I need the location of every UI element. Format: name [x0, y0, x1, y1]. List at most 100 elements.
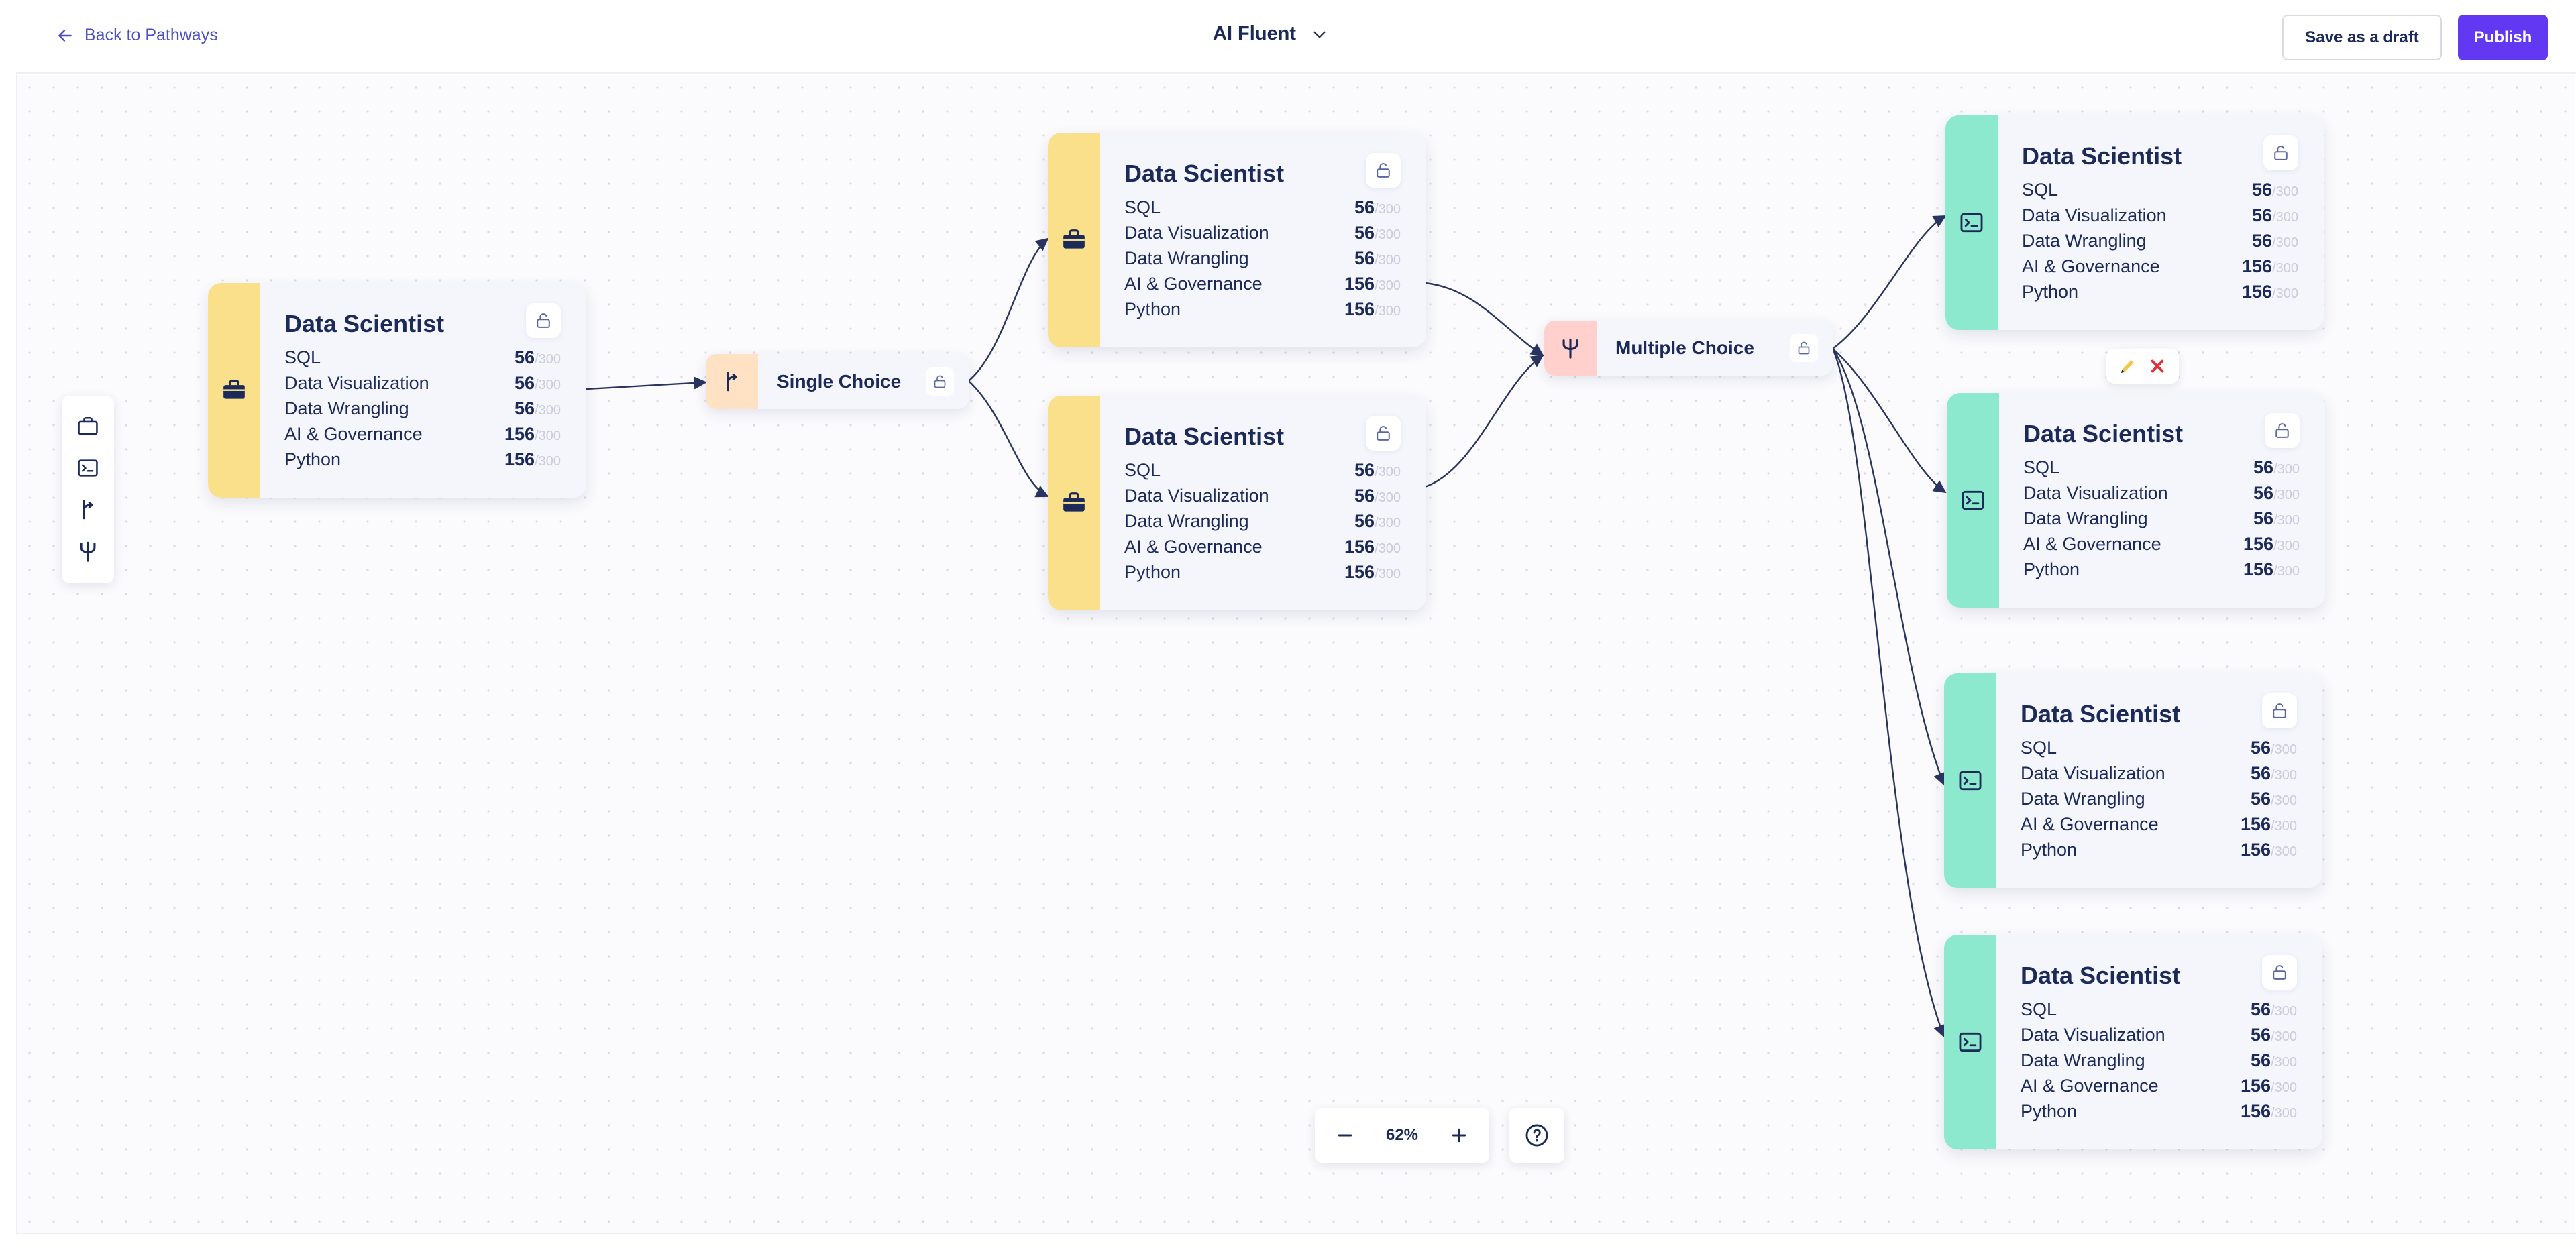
terminal-icon	[1945, 115, 1998, 330]
lock-toggle[interactable]	[2262, 693, 2297, 728]
skill-score: 56	[1354, 510, 1375, 531]
skill-name: Python	[1124, 298, 1181, 319]
back-to-pathways-link[interactable]: Back to Pathways	[56, 25, 218, 45]
zoom-in-button[interactable]	[1449, 1125, 1469, 1145]
multiple-choice-label: Multiple Choice	[1615, 337, 1754, 358]
skill-name: Data Wrangling	[2021, 788, 2145, 809]
skill-score: 156	[2241, 813, 2271, 834]
skill-name: Data Visualization	[2022, 205, 2167, 225]
skill-name: Data Wrangling	[2021, 1049, 2145, 1070]
skill-name: Data Wrangling	[2023, 508, 2148, 528]
unlock-icon	[2271, 144, 2290, 162]
help-button[interactable]	[1509, 1108, 1564, 1163]
skill-max: /300	[2272, 209, 2298, 225]
skill-max: /300	[2272, 260, 2298, 276]
lock-toggle[interactable]	[2262, 955, 2297, 990]
skill-name: Data Visualization	[2021, 1024, 2165, 1045]
unlock-icon	[2270, 963, 2289, 982]
add-task-tool[interactable]	[74, 455, 101, 481]
arrow-left-icon	[58, 29, 72, 42]
skill-score: 56	[2253, 508, 2274, 528]
skill-score: 156	[2242, 281, 2273, 302]
skill-score: 56	[2252, 230, 2273, 251]
skill-max: /300	[1375, 278, 1401, 293]
skill-score: 56	[2252, 179, 2273, 200]
skill-max: /300	[1375, 227, 1401, 242]
skill-max: /300	[2272, 184, 2298, 199]
skill-name: Data Wrangling	[2022, 230, 2147, 251]
skill-score: 156	[2242, 255, 2273, 276]
unlock-icon	[932, 374, 948, 390]
skill-max: /300	[535, 428, 561, 443]
skill-max: /300	[535, 377, 561, 392]
lock-toggle[interactable]	[1366, 416, 1401, 451]
skill-max: /300	[2273, 487, 2300, 502]
top-bar: Back to Pathways AI Fluent Save as a dra…	[16, 0, 2576, 74]
card-title: Data Scientist	[1124, 160, 1285, 187]
skill-name: Data Visualization	[2021, 762, 2165, 783]
lock-toggle[interactable]	[526, 303, 561, 338]
help-icon	[1525, 1124, 1548, 1147]
add-single-choice-tool[interactable]	[74, 496, 101, 523]
terminal-icon	[1944, 673, 1996, 888]
zoom-level: 62%	[1385, 1126, 1419, 1144]
skill-name: SQL	[2023, 457, 2060, 477]
skill-score: 156	[504, 423, 535, 444]
single-choice-node[interactable]: Single Choice	[706, 354, 969, 409]
lock-toggle[interactable]	[2263, 135, 2298, 170]
add-role-tool[interactable]	[74, 413, 101, 440]
skill-max: /300	[2273, 563, 2300, 579]
skill-max: /300	[535, 453, 561, 469]
branch-icon	[706, 354, 758, 409]
skill-max: /300	[2271, 1029, 2297, 1044]
save-draft-button[interactable]: Save as a draft	[2282, 15, 2442, 60]
unlock-icon	[1796, 340, 1812, 356]
card-title: Data Scientist	[2021, 962, 2181, 989]
skill-score: 156	[1344, 561, 1375, 582]
zoom-out-button[interactable]	[1335, 1125, 1355, 1145]
lock-toggle[interactable]	[2265, 413, 2300, 448]
card-title: Data Scientist	[2023, 420, 2184, 447]
skill-max: /300	[1375, 515, 1401, 530]
skill-score: 56	[2251, 1049, 2271, 1070]
skill-score: 156	[1344, 298, 1375, 319]
lock-toggle[interactable]	[1790, 334, 1818, 362]
pathway-title: AI Fluent	[1213, 23, 1297, 44]
skill-max: /300	[1375, 490, 1401, 505]
close-icon[interactable]	[2147, 356, 2167, 376]
publish-button[interactable]: Publish	[2458, 15, 2548, 60]
lock-toggle[interactable]	[926, 367, 954, 396]
unlock-icon	[1374, 161, 1393, 180]
skill-max: /300	[2271, 1003, 2297, 1019]
pencil-icon[interactable]	[2118, 356, 2138, 376]
skill-name: SQL	[2021, 737, 2057, 758]
skill-max: /300	[2272, 235, 2298, 250]
multiple-choice-node[interactable]: Multiple Choice	[1544, 321, 1833, 376]
lock-toggle[interactable]	[1366, 153, 1401, 188]
pathway-title-dropdown[interactable]: AI Fluent	[1213, 23, 1328, 45]
skill-name: SQL	[1124, 459, 1161, 480]
add-multiple-choice-tool[interactable]	[74, 538, 101, 565]
